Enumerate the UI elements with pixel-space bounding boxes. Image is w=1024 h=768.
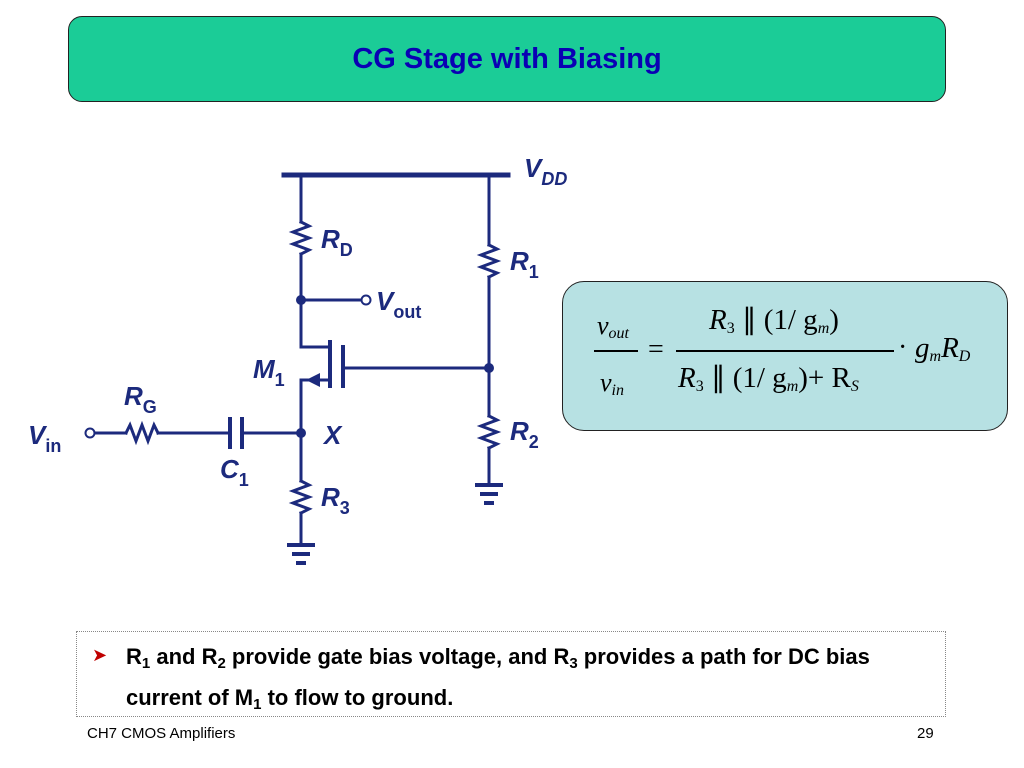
vin-label: Vin xyxy=(28,420,61,456)
rg-label: RG xyxy=(124,381,157,417)
x-node-label: X xyxy=(322,420,343,450)
r1-label: R1 xyxy=(510,246,539,282)
eq-gain-term: gmRD xyxy=(915,332,971,365)
vdd-label: VDD xyxy=(524,153,567,189)
footer-page-number: 29 xyxy=(917,725,934,742)
title-banner: CG Stage with Biasing xyxy=(68,16,946,102)
rd-label: RD xyxy=(321,224,353,260)
vout-terminal xyxy=(360,294,372,306)
bullet-box xyxy=(76,631,946,717)
r3-label: R3 xyxy=(321,482,350,518)
c1-label: C1 xyxy=(220,454,249,490)
slide-title: CG Stage with Biasing xyxy=(352,42,662,75)
r3-resistor xyxy=(288,478,314,516)
r2-resistor xyxy=(476,413,502,451)
r2-label: R2 xyxy=(510,416,539,452)
eq-multiply-dot: · xyxy=(898,332,908,363)
eq-lhs-fraction-bar xyxy=(594,350,638,352)
footer-course-title: CH7 CMOS Amplifiers xyxy=(87,725,236,742)
rg-resistor xyxy=(123,420,161,446)
vout-node xyxy=(296,295,306,305)
vin-terminal xyxy=(84,427,96,439)
rd-resistor xyxy=(288,219,314,257)
r1-resistor xyxy=(476,242,502,280)
bullet-arrow-icon: ➤ xyxy=(92,645,108,665)
eq-rhs-numerator: R3 ∥ (1/ gm) xyxy=(709,304,839,337)
bullet-text: R1 and R2 provide gate bias voltage, and… xyxy=(126,644,870,713)
eq-rhs-denominator: R3 ∥ (1/ gm)+ RS xyxy=(678,362,859,395)
eq-lhs-numerator: vout xyxy=(597,311,629,342)
gain-equation-box xyxy=(562,281,1008,431)
eq-equals: = xyxy=(648,334,664,365)
eq-lhs-denominator: vin xyxy=(600,368,624,399)
vout-label: Vout xyxy=(376,286,421,322)
m1-source-arrow xyxy=(306,373,320,387)
m1-label: M1 xyxy=(253,354,285,390)
eq-rhs-fraction-bar xyxy=(676,350,894,352)
